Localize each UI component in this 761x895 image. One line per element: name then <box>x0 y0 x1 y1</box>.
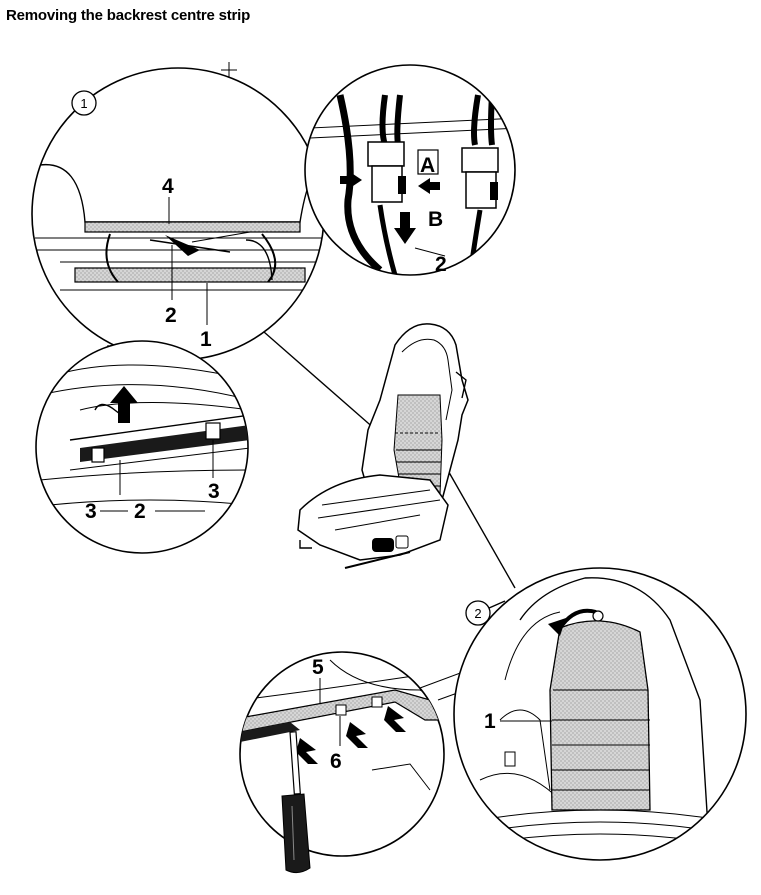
crosshair-icon <box>221 62 237 78</box>
arrow-right-icon <box>340 172 362 188</box>
detail-circle-backrest: 2 <box>453 567 747 861</box>
callout-A: A <box>420 154 435 177</box>
arrow-up-icon <box>110 386 138 423</box>
callout-strip-lower: 2 <box>134 500 146 523</box>
callout-strip-5: 5 <box>312 656 324 679</box>
circle-marker-1-icon <box>71 90 97 116</box>
callout-clip-right: 3 <box>208 480 220 503</box>
callout-bracket: 2 <box>165 304 177 327</box>
detail-circle-connector <box>304 64 516 276</box>
detail-marker-1: 1 <box>80 96 87 111</box>
detail-marker-2: 2 <box>474 606 481 621</box>
callout-connector-2: 2 <box>435 253 447 276</box>
circle-marker-2-icon <box>465 600 491 626</box>
callout-frame: 1 <box>200 328 212 351</box>
callout-clip-left: 3 <box>85 500 97 523</box>
callout-clips-6: 6 <box>330 750 342 773</box>
detail-circle-clips <box>35 340 249 554</box>
seat-illustration <box>297 323 469 569</box>
callout-B: B <box>428 208 443 231</box>
detail-circle-screwdriver <box>239 651 445 857</box>
curved-arrow-icon <box>548 618 566 636</box>
detail-circle-top: 1 <box>31 67 325 361</box>
arrow-left-icon <box>418 178 440 194</box>
callout-panel-1: 1 <box>484 710 496 733</box>
page-title: Removing the backrest centre strip <box>6 7 251 24</box>
callouts: 4 2 1 2 A B 3 2 3 5 6 1 <box>85 154 552 773</box>
arrow-down-icon <box>394 212 416 244</box>
callout-strip-top: 4 <box>162 175 174 198</box>
screwdriver-icon <box>281 731 311 874</box>
